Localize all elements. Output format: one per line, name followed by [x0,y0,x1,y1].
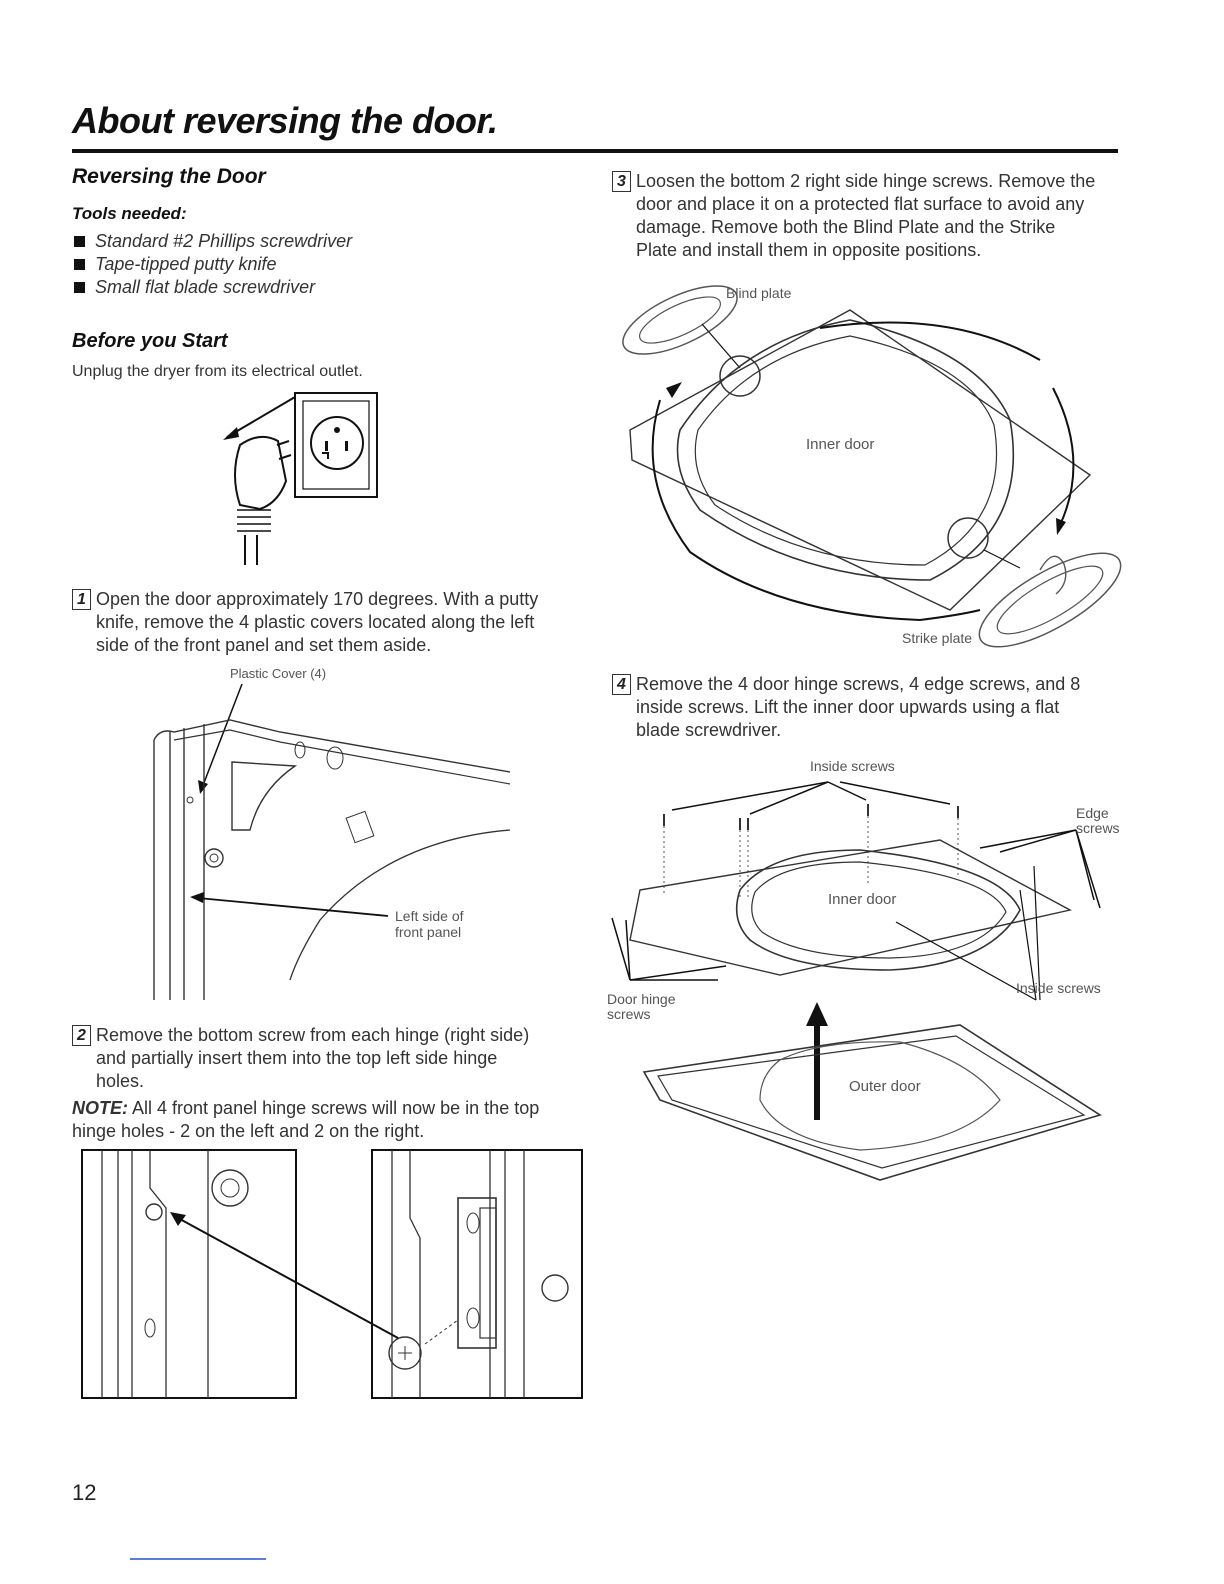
plastic-cover-label: Plastic Cover (4) [230,666,327,681]
hinge-illustration [81,1149,583,1399]
before-heading: Before you Start [72,330,228,352]
unplug-illustration [223,392,378,565]
bullet-icon [74,236,85,247]
note-label: NOTE: [72,1098,128,1118]
page-title: About reversing the door. [72,100,498,141]
blind-plate-label: Blind plate [726,285,792,301]
step-3: 3 Loosen the bottom 2 right side hinge s… [612,170,1132,262]
bullet-icon [74,259,85,270]
tool-item: Standard #2 Phillips screwdriver [72,230,352,253]
edge-screws-label: Edge screws [1076,805,1120,836]
step-1: 1 Open the door approximately 170 degree… [72,588,592,657]
bullet-icon [74,282,85,293]
page-number: 12 [72,1480,97,1505]
footer-link-line [130,1558,266,1560]
step-number-badge: 4 [612,674,631,695]
step-2: 2 Remove the bottom screw from each hing… [72,1024,592,1093]
step-number-badge: 1 [72,589,91,610]
inside-screws-top-label: Inside screws [810,758,895,774]
inner-door-label: Inner door [806,436,875,453]
door-disassembly-illustration [611,781,1102,1181]
tools-heading: Tools needed: [72,204,187,223]
left-side-label: Left side of front panel [395,908,464,940]
before-text: Unplug the dryer from its electrical out… [72,363,363,380]
tool-item: Small flat blade screwdriver [72,276,352,299]
step-number-badge: 3 [612,171,631,192]
tool-item: Tape-tipped putty knife [72,253,352,276]
outer-door-label: Outer door [849,1078,921,1095]
note: NOTE: All 4 front panel hinge screws wil… [72,1098,540,1141]
inner-door-label-fig4: Inner door [828,891,897,908]
inner-door-plates-illustration [622,285,1122,648]
strike-plate-label: Strike plate [902,630,973,646]
inside-screws-bottom-label: Inside screws [1016,980,1101,996]
section-title: Reversing the Door [72,165,266,188]
door-hinge-screws-label: Door hinge screws [607,991,676,1022]
title-rule [72,149,1118,153]
tools-list: Standard #2 Phillips screwdriver Tape-ti… [72,230,352,299]
step-4: 4 Remove the 4 door hinge screws, 4 edge… [612,673,1132,742]
front-panel-illustration [153,683,511,1000]
step-number-badge: 2 [72,1025,91,1046]
